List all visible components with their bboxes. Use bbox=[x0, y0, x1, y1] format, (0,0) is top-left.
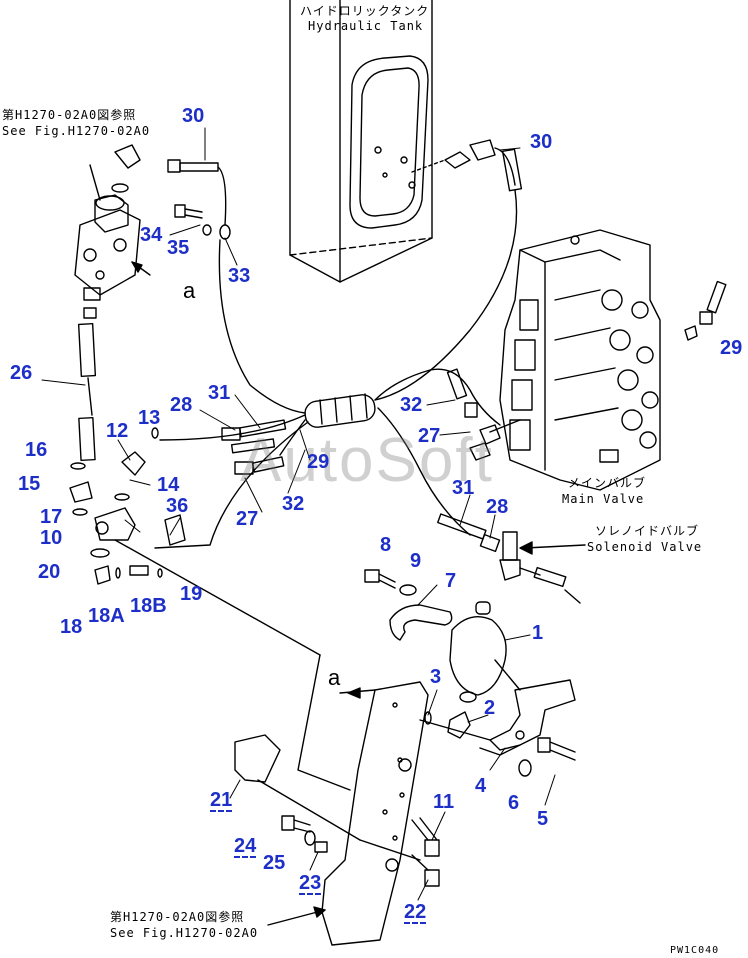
accumulator bbox=[449, 601, 521, 703]
part-number: 29 bbox=[307, 451, 330, 473]
part-number: 29 bbox=[720, 337, 743, 359]
tank-label-jp: ハイドロリックタンク bbox=[300, 4, 430, 18]
part-number: 10 bbox=[40, 527, 63, 549]
solenoid-jp: ソレノイドバルブ bbox=[595, 524, 700, 538]
hose-30-right bbox=[374, 139, 523, 401]
part-number: 27 bbox=[418, 425, 441, 447]
part-number: 33 bbox=[228, 265, 251, 287]
hose-31-28-right bbox=[437, 513, 501, 553]
ref-bottom-en: See Fig.H1270-02A0 bbox=[110, 926, 259, 940]
part-number: 7 bbox=[445, 570, 457, 592]
part-number: 18A bbox=[88, 605, 125, 627]
hose-26 bbox=[77, 307, 97, 462]
fitting-28-31-left bbox=[221, 419, 287, 475]
bolt-5 bbox=[518, 737, 576, 777]
elbow-2 bbox=[419, 711, 491, 741]
part-number: 18B bbox=[130, 595, 167, 617]
pilot-pump-valve bbox=[74, 144, 151, 301]
part-number: 16 bbox=[25, 439, 48, 461]
part-number: 34 bbox=[140, 224, 163, 246]
ref-arrow-bottom bbox=[267, 906, 326, 926]
part-number: 30 bbox=[182, 105, 205, 127]
part-number: 28 bbox=[486, 496, 509, 518]
clamp-7 bbox=[364, 569, 453, 641]
part-number: 4 bbox=[475, 775, 487, 797]
part-number: 9 bbox=[410, 550, 422, 572]
drawing-code: PW1C040 bbox=[670, 945, 720, 956]
ref-top-en: See Fig.H1270-02A0 bbox=[2, 124, 151, 138]
part-number: 25 bbox=[263, 852, 286, 874]
main-valve-en: Main Valve bbox=[562, 492, 645, 506]
part-number: 1 bbox=[532, 622, 544, 644]
part-number: 21 bbox=[210, 789, 233, 812]
part-number: 26 bbox=[10, 362, 33, 384]
solenoid-valve bbox=[499, 531, 586, 604]
part-number: 17 bbox=[40, 506, 63, 528]
ref-letter-a-bottom: a bbox=[328, 665, 341, 690]
part-number: 6 bbox=[508, 792, 520, 814]
solenoid-en: Solenoid Valve bbox=[587, 540, 703, 554]
ref-top-jp: 第H1270-02A0図参照 bbox=[2, 108, 137, 122]
part-number: 24 bbox=[234, 835, 257, 858]
part-number: 35 bbox=[167, 237, 190, 259]
part-number: 31 bbox=[452, 477, 475, 499]
part-number: 31 bbox=[208, 382, 231, 404]
fitting-32-27-right bbox=[446, 368, 521, 461]
part-number: 8 bbox=[380, 534, 392, 556]
mounting-plate bbox=[321, 681, 429, 946]
watermark: AutoSoft bbox=[240, 426, 494, 495]
main-valve bbox=[499, 229, 661, 491]
part-number: 30 bbox=[530, 131, 553, 153]
part-number: 2 bbox=[484, 697, 496, 719]
bolts-lower bbox=[281, 815, 440, 887]
ref-letter-a-top: a bbox=[183, 278, 196, 303]
part-number: 20 bbox=[38, 561, 61, 583]
hose-30-left bbox=[167, 159, 306, 414]
part-number: 28 bbox=[170, 394, 193, 416]
part-number: 36 bbox=[166, 495, 189, 517]
part-number: 22 bbox=[404, 901, 427, 924]
part-number: 5 bbox=[537, 808, 549, 830]
main-valve-jp: メインバルブ bbox=[568, 476, 647, 490]
cover-21 bbox=[234, 734, 361, 841]
ref-bottom-jp: 第H1270-02A0図参照 bbox=[110, 910, 245, 924]
part-number: 23 bbox=[299, 872, 322, 895]
part-number: 19 bbox=[180, 583, 203, 605]
part-number: 3 bbox=[430, 666, 442, 688]
hydraulic-tank bbox=[289, 0, 433, 283]
part-number: 13 bbox=[138, 407, 161, 429]
part-number: 32 bbox=[400, 394, 423, 416]
part-number: 27 bbox=[236, 508, 259, 530]
tank-label-en: Hydraulic Tank bbox=[308, 19, 424, 33]
part-number: 18 bbox=[60, 616, 83, 638]
hose-29-right bbox=[684, 280, 727, 341]
part-number: 32 bbox=[282, 493, 305, 515]
leader-lines bbox=[41, 127, 556, 901]
part-number: 15 bbox=[18, 473, 41, 495]
part-number: 12 bbox=[106, 420, 129, 442]
left-fittings bbox=[69, 427, 351, 791]
part-number: 14 bbox=[157, 474, 180, 496]
bolt-35 bbox=[174, 204, 212, 236]
part-number: 11 bbox=[433, 791, 455, 813]
